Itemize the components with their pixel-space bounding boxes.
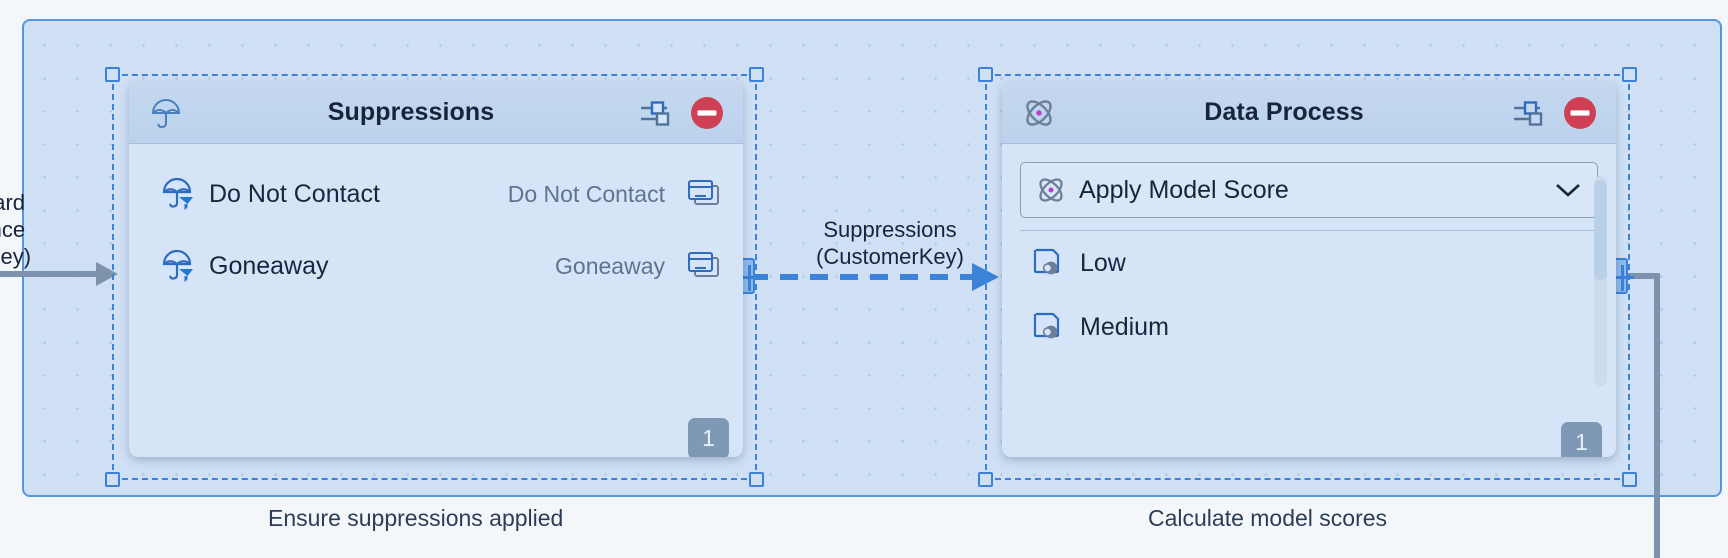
suppressions-handle-right-middle[interactable] <box>737 258 761 294</box>
suppressions-handle-bottom-right[interactable] <box>749 472 764 487</box>
suppressions-row-label: Do Not Contact <box>209 179 380 208</box>
sliders-icon[interactable] <box>1512 97 1544 129</box>
incoming-connector-label-line2: udience <box>0 216 26 242</box>
data-process-row-label: Low <box>1080 248 1126 277</box>
middle-connector-label: Suppressions (CustomerKey) <box>805 217 975 271</box>
data-extension-icon[interactable] <box>687 251 721 281</box>
data-process-card[interactable]: Data Process <box>1002 82 1616 457</box>
suppressions-group-label: Ensure suppressions applied <box>268 505 564 531</box>
model-score-icon <box>1032 310 1066 344</box>
minus-circle-icon[interactable] <box>1562 95 1598 131</box>
data-process-handle-top-left[interactable] <box>978 67 993 82</box>
suppressions-row-label: Goneaway <box>209 251 329 280</box>
data-process-handle-bottom-right[interactable] <box>1622 472 1637 487</box>
suppressions-count-badge: 1 <box>688 418 729 457</box>
incoming-connector-label: dit Card udience merKey) <box>0 190 31 270</box>
middle-connector-label-line1: Suppressions <box>823 217 957 242</box>
data-process-header-actions <box>1512 95 1598 131</box>
data-process-card-title: Data Process <box>1204 98 1364 126</box>
data-process-card-header: Data Process <box>1002 82 1616 144</box>
data-process-row[interactable]: Medium <box>1002 295 1616 359</box>
apply-model-score-value: Apply Model Score <box>1079 175 1289 204</box>
suppressions-row[interactable]: Do Not Contact Do Not Contact <box>129 158 743 230</box>
umbrella-icon <box>149 96 183 130</box>
data-process-row-label: Medium <box>1080 312 1169 341</box>
suppressions-row[interactable]: Goneaway Goneaway <box>129 230 743 302</box>
data-process-divider <box>1020 230 1598 231</box>
data-process-card-body: Apply Model Score Low <box>1002 162 1616 457</box>
suppressions-handle-top-left[interactable] <box>105 67 120 82</box>
suppressions-header-actions <box>639 95 725 131</box>
suppressions-handle-top-right[interactable] <box>749 67 764 82</box>
suppressions-row-value: Goneaway <box>555 252 665 279</box>
data-process-handle-top-right[interactable] <box>1622 67 1637 82</box>
data-process-count-badge: 1 <box>1561 422 1602 457</box>
vertical-scrollbar[interactable] <box>1594 176 1607 386</box>
chevron-down-icon[interactable] <box>1553 180 1583 200</box>
suppressions-card[interactable]: Suppressions <box>129 82 743 457</box>
umbrella-filter-icon <box>159 247 197 285</box>
incoming-connector-label-line3: merKey) <box>0 243 32 269</box>
incoming-connector-label-line1: dit Card <box>0 190 26 215</box>
suppressions-card-header: Suppressions <box>129 82 743 144</box>
apply-model-score-select[interactable]: Apply Model Score <box>1020 162 1598 218</box>
suppressions-card-title: Suppressions <box>327 98 495 126</box>
data-process-row[interactable]: Low <box>1002 231 1616 295</box>
minus-circle-icon[interactable] <box>689 95 725 131</box>
data-process-group-label: Calculate model scores <box>1148 505 1388 531</box>
atom-icon <box>1022 96 1056 130</box>
suppressions-handle-bottom-left[interactable] <box>105 472 120 487</box>
data-extension-icon[interactable] <box>687 179 721 209</box>
suppressions-row-value: Do Not Contact <box>507 180 665 207</box>
umbrella-filter-icon <box>159 175 197 213</box>
data-process-handle-bottom-left[interactable] <box>978 472 993 487</box>
scrollbar-thumb[interactable] <box>1594 180 1607 280</box>
sliders-icon[interactable] <box>639 97 671 129</box>
model-score-icon <box>1032 246 1066 280</box>
middle-connector-label-line2: (CustomerKey) <box>816 243 964 269</box>
atom-icon <box>1035 174 1067 206</box>
suppressions-card-body: Do Not Contact Do Not Contact <box>129 158 743 457</box>
